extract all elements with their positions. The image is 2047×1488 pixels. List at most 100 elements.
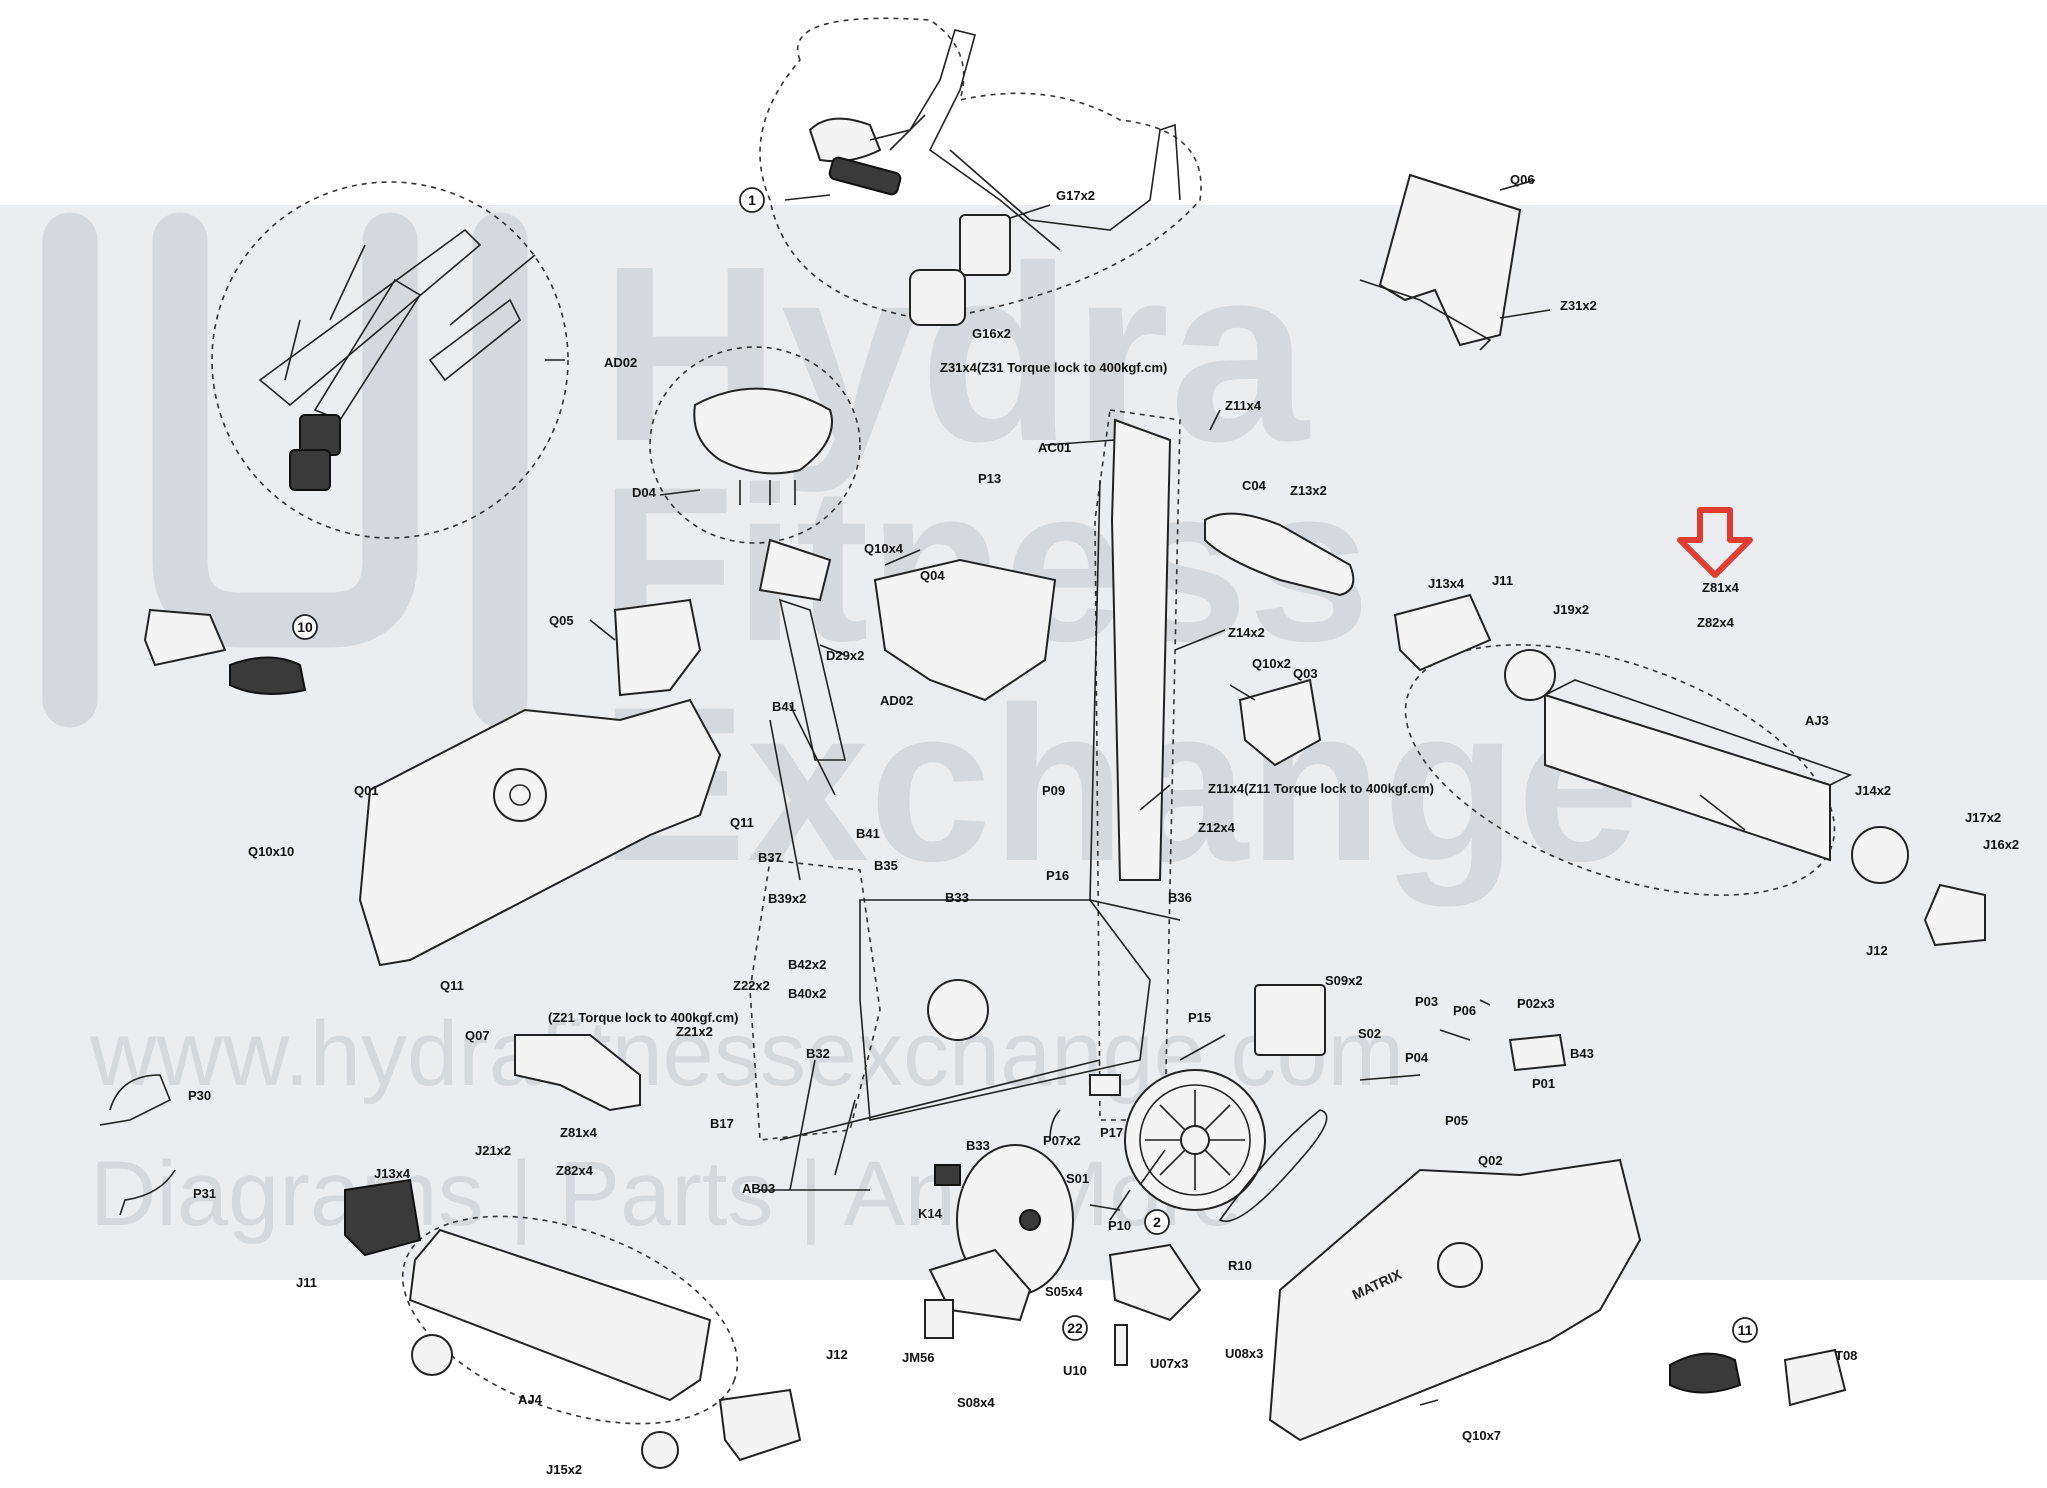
label-D04: D04 [632, 485, 657, 500]
label-Q10x7: Q10x7 [1462, 1428, 1501, 1443]
label-P05: P05 [1445, 1113, 1468, 1128]
label-Z81x4-l: Z81x4 [560, 1125, 598, 1140]
label-J21x2: J21x2 [475, 1143, 511, 1158]
label-Z21x2: Z21x2 [676, 1024, 713, 1039]
belt-part [1218, 1109, 1328, 1222]
label-B17: B17 [710, 1116, 734, 1131]
label-Q07: Q07 [465, 1028, 490, 1043]
front-stabilizer-part [344, 1178, 802, 1469]
label-JM56: JM56 [902, 1350, 935, 1365]
label-P07x2: P07x2 [1043, 1133, 1081, 1148]
label-Q03: Q03 [1293, 666, 1318, 681]
svg-text:2: 2 [1153, 1214, 1161, 1230]
circled-ref-11: 11 [1732, 1317, 1758, 1343]
label-P01: P01 [1532, 1076, 1555, 1091]
label-G17x2: G17x2 [1056, 188, 1095, 203]
label-B41-mid: B41 [856, 826, 880, 841]
label-P02x3: P02x3 [1517, 996, 1555, 1011]
pedal-right-part [1669, 1348, 1847, 1407]
label-Q06: Q06 [1510, 172, 1535, 187]
label-Q02: Q02 [1478, 1153, 1503, 1168]
svg-text:22: 22 [1067, 1320, 1083, 1336]
highlight-arrow-icon [1677, 507, 1753, 578]
label-B32: B32 [806, 1046, 830, 1061]
label-J12-r: J12 [1866, 943, 1888, 958]
label-Z31x2: Z31x2 [1560, 298, 1597, 313]
label-Z22x2: Z22x2 [733, 978, 770, 993]
label-C04: C04 [1242, 478, 1267, 493]
label-Z82x4-l: Z82x4 [556, 1163, 594, 1178]
stand-q06-part [1359, 173, 1522, 351]
label-B37: B37 [758, 850, 782, 865]
label-AJ4: AJ4 [518, 1392, 543, 1407]
label-Q05: Q05 [549, 613, 574, 628]
svg-text:1: 1 [748, 192, 756, 208]
pulley-part [1124, 1069, 1266, 1211]
label-P13: P13 [978, 471, 1001, 486]
label-B35: B35 [874, 858, 898, 873]
label-B40x2: B40x2 [788, 986, 826, 1001]
label-Z82x4-r: Z82x4 [1697, 615, 1735, 630]
torque-notes: Z31x4(Z31 Torque lock to 400kgf.cm) Z11x… [548, 360, 1434, 1025]
rear-stabilizer-part [1393, 593, 1986, 947]
flywheel-part [928, 1144, 1074, 1322]
label-P17: P17 [1100, 1125, 1123, 1140]
label-J13x4-l: J13x4 [374, 1166, 411, 1181]
label-T08: T08 [1835, 1348, 1857, 1363]
handlebar-part [808, 29, 1181, 326]
circled-refs: 1 10 2 22 11 [292, 187, 1758, 1343]
watermark-band [0, 205, 2047, 1280]
seat-part [693, 387, 833, 505]
label-P30: P30 [188, 1088, 211, 1103]
label-J16x2: J16x2 [1983, 837, 2019, 852]
part-labels: G17x2 G16x2 Q06 Z31x2 AD02 D04 AC01 Z11x… [188, 172, 2019, 1477]
label-B39x2: B39x2 [768, 891, 806, 906]
label-Q11-a: Q11 [730, 815, 754, 830]
torque-note-z11: Z11x4(Z11 Torque lock to 400kgf.cm) [1208, 781, 1434, 796]
torque-note-z31: Z31x4(Z31 Torque lock to 400kgf.cm) [940, 360, 1167, 375]
label-Q10x4: Q10x4 [864, 541, 904, 556]
circled-ref-10: 10 [292, 614, 318, 640]
label-J12-l: J12 [826, 1347, 848, 1362]
label-Z11x4: Z11x4 [1225, 398, 1262, 413]
label-J19x2: J19x2 [1553, 602, 1589, 617]
cables-part [99, 984, 1567, 1366]
parts: MATRIX [99, 29, 1986, 1469]
seat-slider-part [758, 538, 847, 881]
label-Z12x4: Z12x4 [1198, 820, 1236, 835]
label-B43: B43 [1570, 1046, 1594, 1061]
group-outlines [211, 17, 1836, 1425]
label-AD02-mid: AD02 [880, 693, 913, 708]
seat-post-assembly-part [258, 228, 536, 491]
label-B36: B36 [1168, 890, 1192, 905]
pedal-left-part [143, 608, 307, 695]
label-B33-b: B33 [966, 1138, 990, 1153]
label-B41-top: B41 [772, 699, 796, 714]
label-S02: S02 [1358, 1026, 1381, 1041]
label-G16x2: G16x2 [972, 326, 1011, 341]
label-P03: P03 [1415, 994, 1438, 1009]
label-P09: P09 [1042, 783, 1065, 798]
label-Q04: Q04 [920, 568, 945, 583]
label-J14x2: J14x2 [1855, 783, 1891, 798]
label-B42x2: B42x2 [788, 957, 826, 972]
label-P16: P16 [1046, 868, 1069, 883]
shroud-q04-part [873, 558, 1057, 702]
label-K14: K14 [918, 1206, 943, 1221]
label-Q11-b: Q11 [440, 978, 464, 993]
label-P04: P04 [1405, 1050, 1429, 1065]
watermark-logo-icon [42, 212, 528, 728]
shroud-q05-part [613, 598, 702, 697]
label-AB03: AB03 [742, 1181, 775, 1196]
label-R10: R10 [1228, 1258, 1252, 1273]
circled-ref-2: 2 [1144, 1209, 1170, 1235]
bracket-q03-part [1238, 678, 1322, 767]
label-J13x4-r: J13x4 [1428, 576, 1465, 591]
label-S01: S01 [1066, 1171, 1089, 1186]
circled-ref-22: 22 [1062, 1315, 1088, 1341]
label-J11-l: J11 [296, 1275, 317, 1290]
label-AJ3: AJ3 [1805, 713, 1829, 728]
label-J11-r: J11 [1492, 573, 1513, 588]
circled-ref-1: 1 [739, 187, 765, 213]
